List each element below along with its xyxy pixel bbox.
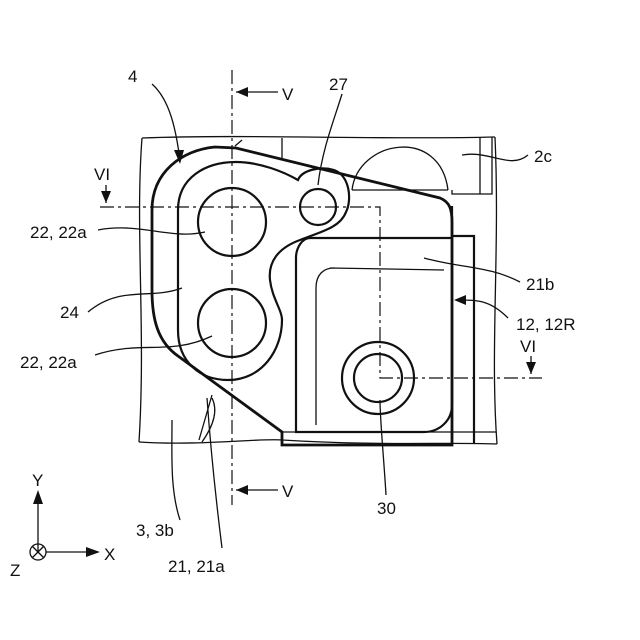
label-22a-bottom: 22, 22a — [20, 353, 77, 372]
boss-30-outer — [342, 342, 414, 414]
axis-label-x: X — [104, 545, 115, 564]
axis-label-z: Z — [10, 561, 20, 580]
coordinate-axes — [30, 490, 100, 560]
label-section-V-top: V — [282, 85, 294, 104]
plate-12R — [452, 206, 474, 444]
label-3b: 3, 3b — [136, 521, 174, 540]
label-30: 30 — [377, 499, 396, 518]
label-section-VI-left: VI — [94, 165, 110, 184]
label-24: 24 — [60, 303, 79, 322]
label-section-VI-right: VI — [520, 337, 536, 356]
label-27: 27 — [329, 75, 348, 94]
label-12R: 12, 12R — [516, 315, 576, 334]
label-2c: 2c — [534, 147, 552, 166]
label-4: 4 — [128, 67, 137, 86]
axis-label-y: Y — [32, 471, 43, 490]
boss-30-inner — [354, 354, 402, 402]
label-22a-top: 22, 22a — [30, 223, 87, 242]
plate-21b — [296, 238, 452, 432]
label-21b: 21b — [526, 275, 554, 294]
label-section-V-bottom: V — [282, 482, 294, 501]
label-21a: 21, 21a — [168, 557, 225, 576]
